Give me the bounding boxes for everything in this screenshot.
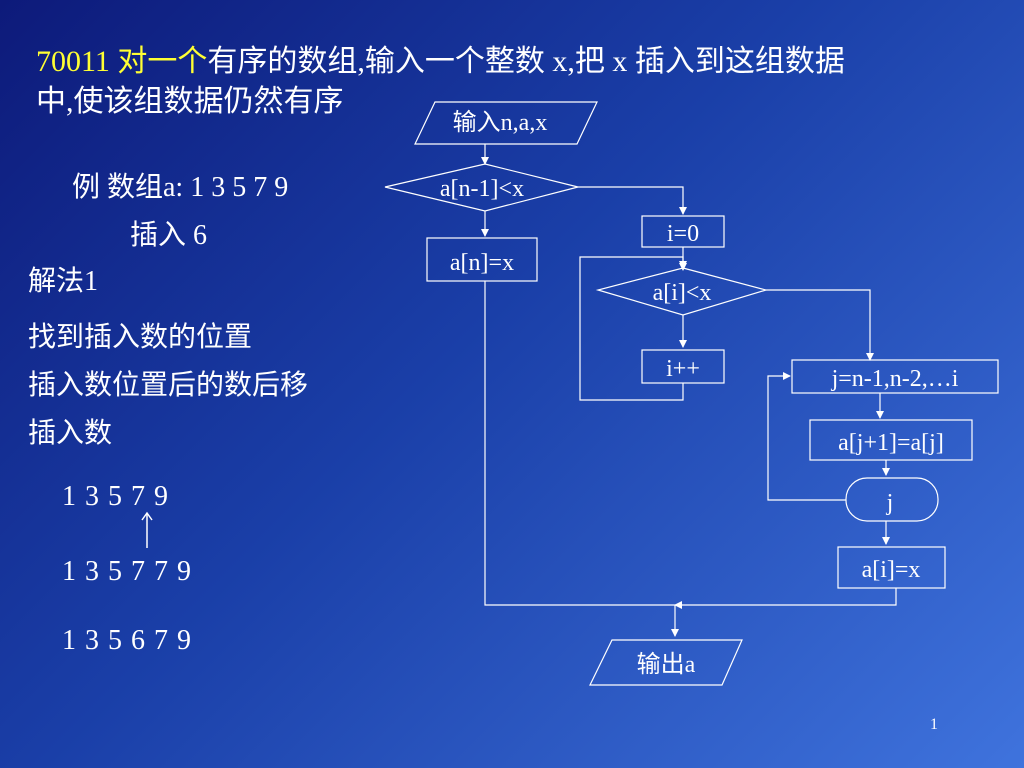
loop-j-node: j=n-1,n-2,…i [791,359,999,394]
input-label: 输入n,a,x [453,109,548,136]
method-step-3: 插入数 [28,418,113,449]
edge-cond-init-i [578,186,687,215]
decision-last-node: a[n-1]<x [384,163,579,212]
sequence-shifted: 1 3 5 7 7 9 [62,556,192,587]
title-line2: 中,使该组数据仍然有序 [36,85,344,118]
loop-j-label: j=n-1,n-2,…i [831,366,959,392]
assign-i-label: a[i]=x [862,557,921,583]
shift-label: a[j+1]=a[j] [838,430,944,456]
example-label: 例 数组a: 1 3 5 7 9 [72,172,289,203]
page-number: 1 [930,716,938,733]
method-title: 解法1 [28,266,99,297]
method-step-2: 插入数位置后的数后移 [28,370,309,401]
assign-i-node: a[i]=x [837,546,946,589]
output-node: 输出a [589,639,743,686]
example-insert: 插入 6 [130,220,208,251]
sequence-original: 1 3 5 7 9 [62,481,169,512]
title-rest: 有序的数组,输入一个整数 x,把 x 插入到这组数据 [207,45,845,78]
init-i-label: i=0 [667,221,699,247]
edge-loop-end-back [767,372,846,501]
edge-inc-loop-back [579,256,687,401]
loop-end-label: j [886,490,894,516]
page-title: 70011 对一个有序的数组,输入一个整数 x,把 x 插入到这组数据 中,使该… [36,42,845,122]
method-step-1: 找到插入数的位置 [28,322,253,353]
decision-i-label: a[i]<x [653,280,712,306]
assign-end-label: a[n]=x [450,250,514,276]
decision-last-label: a[n-1]<x [440,176,524,202]
up-arrow-icon [141,511,153,548]
loop-end-node: j [845,477,939,522]
title-highlight: 70011 对一个 [36,45,208,78]
shift-node: a[j+1]=a[j] [809,419,973,461]
edge-assign-i-merge [674,588,897,609]
inc-i-node: i++ [641,349,725,384]
init-i-node: i=0 [641,215,725,248]
edge-assign-end-merge [484,281,675,606]
edge-cond-i-loop-j [766,289,874,361]
inc-i-label: i++ [666,356,700,382]
output-label: 输出a [637,651,696,678]
input-node: 输入n,a,x [414,101,598,145]
decision-i-node: a[i]<x [595,267,769,316]
sequence-result: 1 3 5 6 7 9 [62,625,192,656]
assign-end-node: a[n]=x [426,237,538,282]
